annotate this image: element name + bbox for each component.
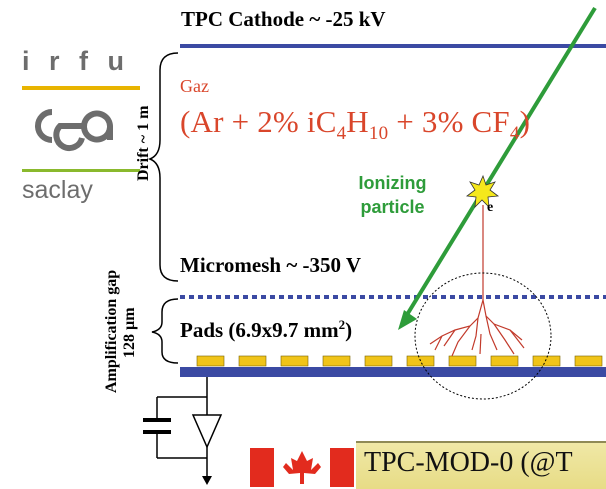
ionization-star-icon [465,174,500,209]
gas-mixture: (Ar + 2% iC4H10 + 3% CF4) [180,104,531,144]
drift-brace [147,52,179,282]
particle-track [403,6,597,320]
ground-arrow-icon [202,476,212,485]
flag-right-bar [330,448,354,487]
maple-leaf-icon [283,451,321,484]
amplification-brace [151,298,179,364]
banner-title: TPC-MOD-0 (@T [364,447,573,478]
amplification-gap-label: Amplification gap [103,269,120,393]
pad [196,355,225,367]
pad [280,355,309,367]
drift-label: Drift ~ 1 m [135,105,152,181]
irfu-logo: i r f u [22,46,130,76]
electron-avalanche [429,205,525,357]
tpc-mod-banner: TPC-MOD-0 (@T [356,441,606,489]
pad [574,355,603,367]
irfu-underline [22,86,140,90]
pad [238,355,267,367]
amplification-gap-value: 128 µm [121,307,138,358]
cathode-label: TPC Cathode ~ -25 kV [181,7,386,31]
cea-underline [22,169,140,172]
pad [490,355,519,367]
avalanche-highlight [414,272,552,400]
cathode-plane [180,44,606,48]
anode-plane [180,367,606,377]
particle-arrow-icon [398,310,417,330]
saclay-logo: saclay [22,176,93,204]
pad [532,355,561,367]
cea-logo [35,109,113,152]
micromesh-label: Micromesh ~ -350 V [180,253,362,277]
pads-row [196,355,603,367]
pad [406,355,435,367]
pads-label: Pads (6.9x9.7 mm2) [180,317,353,342]
pad [322,355,351,367]
amplifier-icon [191,414,223,449]
electron-label: e [487,200,494,215]
gas-heading: Gaz [180,76,209,96]
flag-left-bar [250,448,274,487]
pad [448,355,477,367]
pad [364,355,393,367]
